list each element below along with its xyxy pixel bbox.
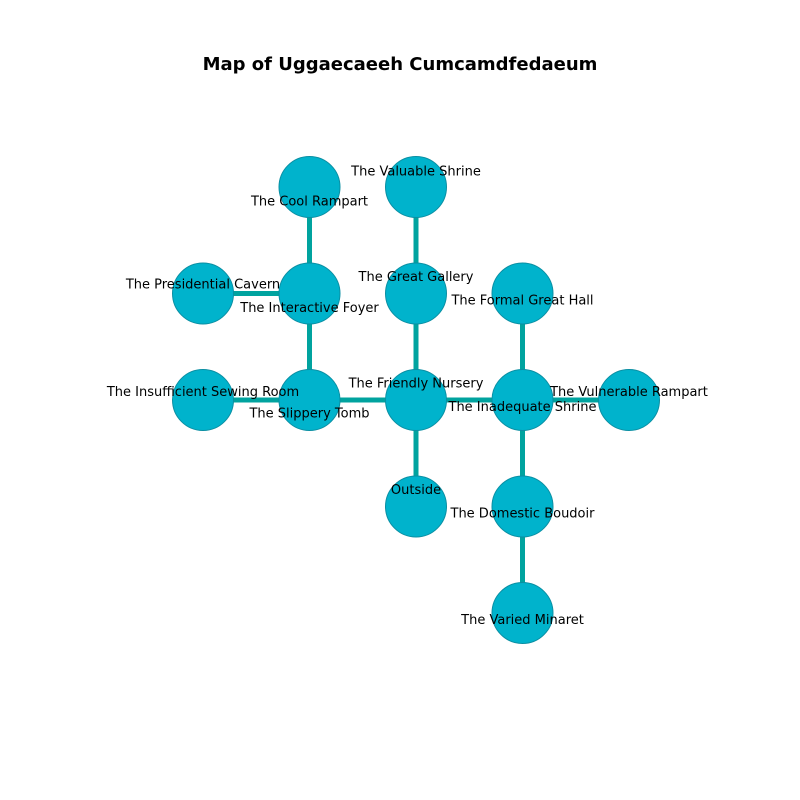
room-node-great-gallery — [385, 262, 447, 325]
room-node-cool-rampart — [278, 156, 341, 218]
room-node-formal-great-hall — [491, 262, 554, 325]
room-node-domestic-boudoir — [491, 475, 554, 538]
room-node-presidential-cavern — [172, 262, 234, 325]
room-node-insufficient-sewing-room — [172, 369, 234, 431]
room-label-cool-rampart: The Cool Rampart — [250, 194, 368, 209]
room-node-outside — [385, 475, 447, 538]
room-node-varied-minaret — [491, 582, 554, 644]
room-label-insufficient-sewing-room: The Insufficient Sewing Room — [106, 385, 299, 400]
room-node-vulnerable-rampart — [598, 369, 660, 431]
room-label-slippery-tomb: The Slippery Tomb — [248, 406, 369, 421]
room-label-great-gallery: The Great Gallery — [358, 270, 474, 285]
rooms-layer — [172, 156, 660, 644]
room-label-inadequate-shrine: The Inadequate Shrine — [448, 400, 597, 415]
room-node-inadequate-shrine — [491, 369, 554, 431]
room-label-formal-great-hall: The Formal Great Hall — [450, 293, 593, 308]
room-label-valuable-shrine: The Valuable Shrine — [350, 165, 481, 180]
room-node-slippery-tomb — [278, 369, 341, 431]
room-label-friendly-nursery: The Friendly Nursery — [348, 377, 484, 392]
room-label-domestic-boudoir: The Domestic Boudoir — [450, 506, 596, 521]
room-label-outside: Outside — [391, 483, 441, 498]
room-node-interactive-foyer — [278, 262, 341, 325]
room-label-presidential-cavern: The Presidential Cavern — [125, 277, 280, 292]
room-label-interactive-foyer: The Interactive Foyer — [239, 301, 379, 316]
map-title: Map of Uggaecaeeh Cumcamdfedaeum — [202, 54, 598, 75]
room-node-friendly-nursery — [385, 369, 447, 431]
room-node-valuable-shrine — [385, 156, 447, 218]
room-label-varied-minaret: The Varied Minaret — [460, 613, 584, 628]
room-label-vulnerable-rampart: The Vulnerable Rampart — [549, 385, 708, 400]
